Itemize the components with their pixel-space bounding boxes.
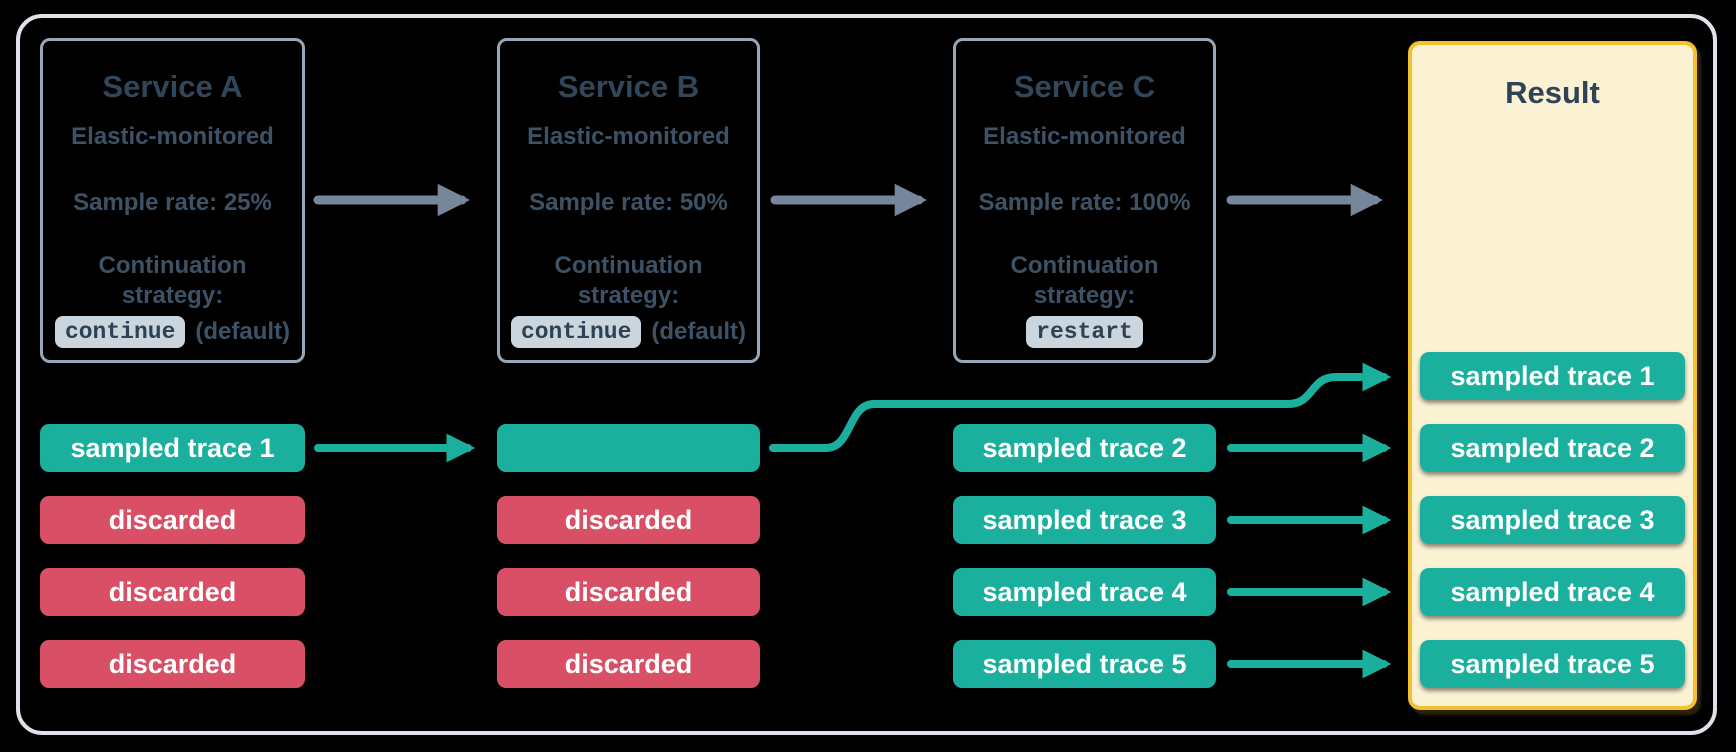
service-strategy-label: Continuation strategy: — [43, 251, 302, 311]
trace-pill-discarded: discarded — [40, 640, 305, 688]
strategy-label-line1: Continuation — [98, 252, 247, 279]
strategy-value-row: restart — [956, 316, 1213, 348]
strategy-default-note: (default) — [195, 318, 291, 345]
result-trace-pill: sampled trace 5 — [1420, 640, 1685, 688]
trace-pill-sampled: sampled trace 2 — [953, 424, 1216, 472]
strategy-label-line2: strategy: — [1033, 282, 1136, 309]
service-strategy-label: Continuation strategy: — [500, 251, 757, 311]
strategy-default-note: (default) — [651, 318, 747, 345]
trace-pill-sampled: sampled trace 5 — [953, 640, 1216, 688]
strategy-code-badge: restart — [1026, 316, 1143, 348]
result-trace-pill: sampled trace 2 — [1420, 424, 1685, 472]
outer-frame — [16, 14, 1717, 735]
result-title: Result — [1505, 75, 1600, 110]
trace-pill-discarded: discarded — [40, 568, 305, 616]
trace-pill-sampled-unlabeled — [497, 424, 760, 472]
service-sample-rate: Sample rate: 100% — [978, 189, 1191, 216]
strategy-label-line2: strategy: — [121, 282, 224, 309]
strategy-code-badge: continue — [510, 316, 642, 348]
service-monitoring-label: Elastic-monitored — [71, 123, 274, 150]
strategy-label-line1: Continuation — [1010, 252, 1159, 279]
result-trace-pill: sampled trace 4 — [1420, 568, 1685, 616]
result-trace-pill: sampled trace 3 — [1420, 496, 1685, 544]
strategy-label-line1: Continuation — [554, 252, 703, 279]
service-c-box: Service C Elastic-monitored Sample rate:… — [953, 38, 1216, 363]
trace-pill-discarded: discarded — [497, 496, 760, 544]
service-sample-rate: Sample rate: 50% — [529, 189, 728, 216]
service-sample-rate: Sample rate: 25% — [73, 189, 272, 216]
service-monitoring-label: Elastic-monitored — [983, 123, 1186, 150]
service-monitoring-label: Elastic-monitored — [527, 123, 730, 150]
service-b-box: Service B Elastic-monitored Sample rate:… — [497, 38, 760, 363]
trace-pill-sampled: sampled trace 4 — [953, 568, 1216, 616]
service-title: Service A — [102, 69, 243, 104]
trace-pill-discarded: discarded — [497, 568, 760, 616]
service-title: Service C — [1013, 69, 1156, 104]
strategy-code-badge: continue — [54, 316, 186, 348]
service-title: Service B — [557, 69, 700, 104]
trace-pill-sampled: sampled trace 3 — [953, 496, 1216, 544]
strategy-value-row: continue (default) — [500, 316, 757, 348]
trace-pill-discarded: discarded — [40, 496, 305, 544]
trace-pill-sampled: sampled trace 1 — [40, 424, 305, 472]
service-a-box: Service A Elastic-monitored Sample rate:… — [40, 38, 305, 363]
strategy-value-row: continue (default) — [43, 316, 302, 348]
strategy-label-line2: strategy: — [577, 282, 680, 309]
service-strategy-label: Continuation strategy: — [956, 251, 1213, 311]
result-trace-pill: sampled trace 1 — [1420, 352, 1685, 400]
trace-pill-discarded: discarded — [497, 640, 760, 688]
